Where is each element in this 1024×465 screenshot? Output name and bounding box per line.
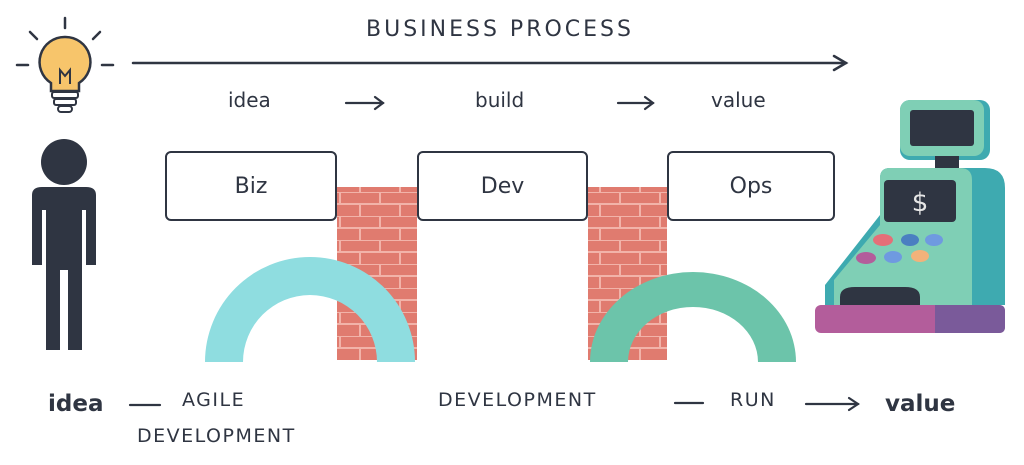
flow-step-idea: idea [228, 88, 271, 112]
bottom-start-idea: idea [48, 391, 104, 417]
agile-label: AGILE [182, 389, 246, 411]
flow-step-build: build [475, 88, 525, 112]
stage-box-biz: Biz [165, 151, 337, 221]
process-arrow [131, 54, 849, 72]
flow-step-value: value [711, 88, 766, 112]
agile-development-label: DEVELOPMENT [137, 425, 296, 447]
bottom-end-value: value [885, 391, 956, 417]
stage-box-dev: Dev [417, 151, 588, 221]
run-label: RUN [730, 389, 776, 411]
step-arrow-icon [344, 95, 655, 111]
page-title: BUSINESS PROCESS [366, 17, 634, 42]
register-dollar-sign: $ [912, 188, 929, 218]
stage-box-ops: Ops [667, 151, 835, 221]
bottom-arrows [128, 396, 860, 412]
cash-register-icon: $ [815, 100, 1005, 333]
ops-bridge-arch [590, 272, 796, 362]
development-label: DEVELOPMENT [438, 389, 597, 411]
person-icon [32, 139, 96, 350]
agile-bridge-arch [205, 257, 415, 362]
lightbulb-icon [15, 16, 115, 113]
